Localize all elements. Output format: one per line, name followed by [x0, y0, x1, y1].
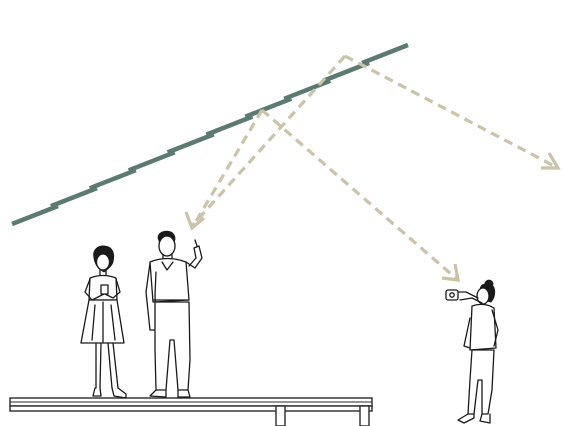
louver-slat [50, 186, 98, 209]
deck-beam [9, 405, 373, 412]
woman-holding-cup [80, 245, 127, 399]
louver-slat [11, 203, 59, 227]
reflection-arrow-icon [541, 152, 561, 170]
man-pointing-up [145, 230, 203, 398]
louver-slat [244, 96, 293, 119]
woman-taking-photo [445, 279, 499, 424]
louver-slat [127, 150, 176, 173]
louver-array [11, 42, 409, 227]
louver-slat [88, 168, 137, 191]
louver-slat [361, 42, 409, 66]
deck-post [275, 405, 286, 426]
louver-slat [205, 114, 254, 137]
reflection-arrow-icon [184, 211, 206, 231]
reflection-paths [184, 54, 561, 282]
reflection-arrow-icon [441, 263, 460, 282]
ray-to-photographer [260, 108, 460, 282]
ray-to-right [344, 54, 559, 170]
ray-left-down [190, 109, 264, 229]
deck-post-right [359, 405, 370, 426]
deck-platform [9, 397, 373, 426]
louver-slat [166, 132, 215, 155]
ray-upper-down [190, 54, 347, 228]
louver-slat [283, 78, 332, 101]
